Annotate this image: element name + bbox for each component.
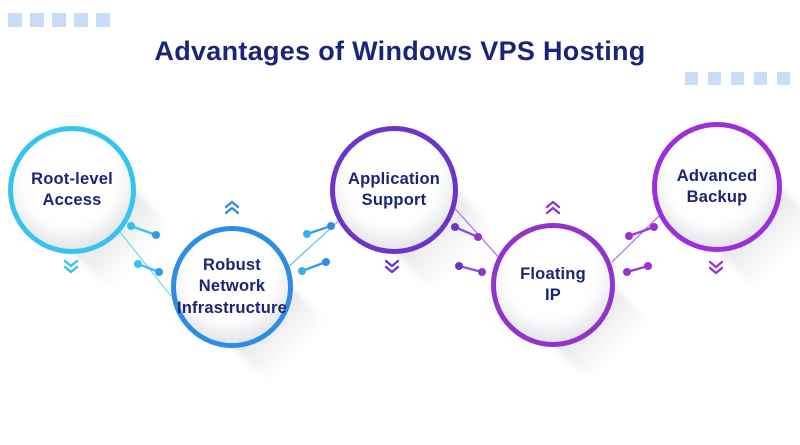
feature-label-line: Access: [42, 191, 102, 209]
feature-label-line: Application: [347, 169, 441, 188]
decor-square: [754, 72, 767, 85]
decor-square: [74, 13, 88, 27]
feature-label: Robust Network Infrastructure: [177, 255, 287, 318]
decor-square: [777, 72, 790, 85]
decor-square: [708, 72, 721, 85]
connector-1-2: [115, 222, 172, 297]
decor-square: [30, 13, 44, 27]
feature-label-line: Robust: [202, 256, 261, 275]
feature-label-line: Root-level: [31, 169, 113, 188]
feature-label-line: Infrastructure: [176, 298, 288, 317]
feature-label: Application Support: [348, 169, 440, 211]
chevron-down-icon: [384, 259, 400, 274]
feature-label: Root-level Access: [31, 169, 113, 211]
feature-circle-root-level-access: Root-level Access: [8, 126, 136, 254]
feature-circle-advanced-backup: Advanced Backup: [652, 122, 782, 252]
connector-4-5: [611, 214, 661, 276]
decor-square: [731, 72, 744, 85]
feature-label-line: IP: [544, 286, 561, 304]
feature-label-line: Floating: [520, 264, 586, 283]
feature-label-line: Support: [361, 191, 427, 209]
feature-circle-robust-network-infrastructure: Robust Network Infrastructure: [171, 226, 293, 348]
chevron-down-icon: [708, 260, 724, 275]
feature-circle-floating-ip: Floating IP: [491, 223, 615, 347]
feature-circle-application-support: Application Support: [330, 126, 458, 254]
decor-square: [52, 13, 66, 27]
chevron-up-icon: [224, 200, 240, 215]
connector-2-3: [285, 215, 345, 275]
feature-label-line: Network: [198, 277, 266, 296]
feature-label-line: Advanced: [676, 166, 758, 185]
feature-label: Floating IP: [520, 264, 586, 306]
decor-square: [8, 13, 22, 27]
chevron-up-icon: [545, 200, 561, 215]
feature-label-line: Backup: [686, 188, 748, 206]
decor-square: [685, 72, 698, 85]
decor-square: [96, 13, 110, 27]
feature-label: Advanced Backup: [677, 166, 757, 208]
connector-3-4: [449, 202, 503, 276]
chevron-down-icon: [63, 259, 79, 274]
page-title: Advantages of Windows VPS Hosting: [154, 36, 646, 66]
